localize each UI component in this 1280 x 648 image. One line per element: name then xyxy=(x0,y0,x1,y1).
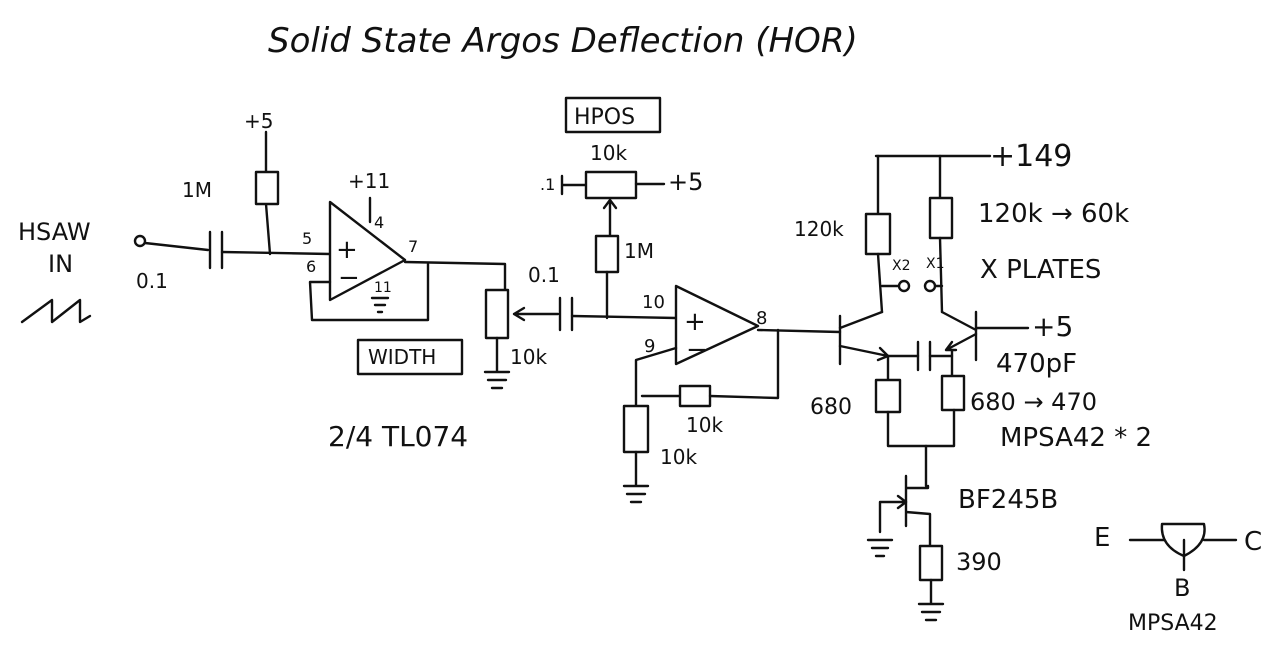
opamp2-minus-sign: − xyxy=(686,335,708,365)
plate-x2-label: X2 xyxy=(892,258,911,274)
hpos-wiper xyxy=(602,198,618,238)
width-pot-value: 10k xyxy=(510,345,547,369)
q2-base-supply-label: +5 xyxy=(1032,310,1073,343)
hpos-series-res-value: 1M xyxy=(624,239,654,263)
title: Solid State Argos Deflection (HOR) xyxy=(268,21,858,61)
opamp2-pin8: 8 xyxy=(756,308,767,329)
width-pot xyxy=(484,288,510,340)
input-cap-value-bottom: 0.1 xyxy=(136,269,168,293)
opamp2-feedback-res-value: 10k xyxy=(686,413,723,437)
source-gnd xyxy=(917,578,945,622)
hpos-pot-value: 10k xyxy=(590,141,627,165)
emitter-res-right-value: 680 → 470 xyxy=(970,388,1097,416)
opamp1-supply-label: +11 xyxy=(348,169,390,193)
opamp1-pin11: 11 xyxy=(374,280,392,296)
input-label-line1: HSAW xyxy=(18,218,91,246)
opamp1-pin6: 6 xyxy=(306,257,316,276)
bias-resistor xyxy=(254,170,280,206)
source-res xyxy=(918,544,944,582)
cap-to-opamp1-wire xyxy=(220,250,332,256)
pinout-part: MPSA42 xyxy=(1128,611,1218,636)
pinout-leads xyxy=(1128,538,1238,572)
q1-emitter xyxy=(838,344,890,362)
opamp2-plus-sign: + xyxy=(684,307,706,337)
hpos-supply-label: +5 xyxy=(668,168,703,196)
opamp1-triangle xyxy=(328,200,407,302)
input-wire xyxy=(143,241,210,252)
cap-to-opamp2-wire xyxy=(570,314,678,320)
opamp1-feedback xyxy=(308,262,430,322)
collector-left-wire xyxy=(876,252,884,314)
opamp1-out-wire xyxy=(403,260,507,292)
hpos-label: HPOS xyxy=(574,105,635,130)
wiper-arrow xyxy=(512,306,560,322)
input-label-line2: IN xyxy=(48,250,73,278)
opamp2-ground-res xyxy=(622,404,650,454)
sawtooth-symbol xyxy=(20,298,92,324)
opamp2-ground-res-value: 10k xyxy=(660,445,697,469)
opamp1-pin7: 7 xyxy=(408,237,418,256)
hpos-label-box xyxy=(564,96,662,134)
opamp2-minus-wire xyxy=(634,346,678,408)
input-cap xyxy=(208,230,224,270)
pinout-e: E xyxy=(1094,523,1110,553)
bypass-cap xyxy=(916,340,932,372)
width-pot-gnd-wire xyxy=(483,336,511,390)
opamp1-pin4: 4 xyxy=(374,213,384,232)
width-label-box xyxy=(356,338,464,376)
opamp2-feedback-res xyxy=(678,384,712,408)
hpos-left-cap-label: .1 xyxy=(540,175,555,194)
opamp2-pin10: 10 xyxy=(642,292,665,313)
q1-collector xyxy=(838,310,884,330)
coupling-cap xyxy=(558,296,574,332)
opamp2-triangle xyxy=(674,284,760,366)
opamp1-plus-sign: + xyxy=(336,235,358,265)
coupling-cap-value: 0.1 xyxy=(528,263,560,287)
q2-emitter xyxy=(944,332,978,352)
width-label: WIDTH xyxy=(368,345,436,369)
collector-res-left xyxy=(864,212,892,256)
plates-label: X PLATES xyxy=(980,255,1101,285)
hv-supply-label: +149 xyxy=(990,139,1072,174)
transistors-label: MPSA42 * 2 xyxy=(1000,423,1152,453)
input-cap-value-top: 1M xyxy=(182,178,212,202)
emitter-res-right xyxy=(940,374,966,412)
collector-res-right xyxy=(928,196,954,240)
bias-wire xyxy=(264,130,272,256)
emitter-join xyxy=(886,408,956,448)
hpos-series-res xyxy=(594,234,620,274)
q2-collector xyxy=(940,310,978,332)
plate-x1-label: X1 xyxy=(926,256,945,272)
opamp2-out-wire xyxy=(756,328,842,334)
bypass-cap-value: 470pF xyxy=(996,349,1077,379)
opamp2-gnd xyxy=(622,450,650,504)
emitter-res-left-value: 680 xyxy=(810,395,852,420)
pinout-c: C xyxy=(1244,527,1262,557)
opamp2-pin9: 9 xyxy=(644,336,655,357)
emitter-res-left xyxy=(874,378,902,414)
pinout-b: B xyxy=(1174,574,1190,602)
collector-res-left-value: 120k xyxy=(794,217,844,241)
jfet-label: BF245B xyxy=(958,485,1058,515)
opamp1-chip-label: 2/4 TL074 xyxy=(328,420,468,453)
bias-supply-label: +5 xyxy=(244,109,273,133)
source-res-value: 390 xyxy=(956,548,1002,576)
jfet-gate-gnd xyxy=(866,538,894,558)
plate-x2-terminal xyxy=(897,279,911,293)
collector-right-wire xyxy=(938,236,944,314)
opamp1-minus-sign: − xyxy=(338,263,360,293)
hpos-left-wire xyxy=(560,174,588,196)
input-terminal xyxy=(133,234,147,248)
jfet-gate xyxy=(878,494,908,534)
opamp1-pin5: 5 xyxy=(302,229,312,248)
opamp1-gnd-symbol xyxy=(370,296,390,314)
plate-x1-terminal xyxy=(923,279,937,293)
opamp2-feedback-right xyxy=(708,328,780,400)
hpos-pot xyxy=(584,170,638,200)
collector-res-right-value: 120k → 60k xyxy=(978,199,1129,229)
